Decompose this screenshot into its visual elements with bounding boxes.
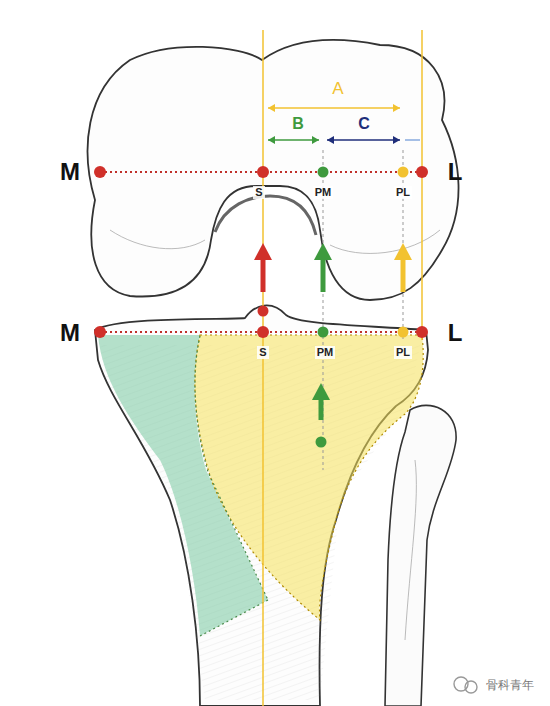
fibula	[385, 405, 456, 706]
watermark-icon	[454, 677, 477, 693]
point-label: L	[448, 321, 463, 345]
landmark-points	[94, 166, 428, 448]
point-label: PL	[394, 186, 412, 199]
point-label: PM	[313, 186, 334, 199]
point-label: A	[332, 80, 343, 97]
point-label: S	[257, 346, 268, 359]
tibia	[95, 305, 428, 706]
lateral-region	[195, 335, 423, 620]
point-label: M	[60, 160, 80, 184]
point-label: M	[60, 321, 80, 345]
point-label: C	[358, 116, 370, 132]
point-label: S	[253, 186, 264, 199]
point-label: B	[292, 116, 304, 132]
watermark: 骨科青年	[486, 679, 534, 691]
femur	[88, 40, 459, 300]
point-label: PM	[315, 346, 336, 359]
point-label: PL	[394, 346, 412, 359]
translation-arrows	[254, 243, 412, 420]
point-label: L	[448, 160, 463, 184]
dimension-lines	[268, 104, 420, 144]
